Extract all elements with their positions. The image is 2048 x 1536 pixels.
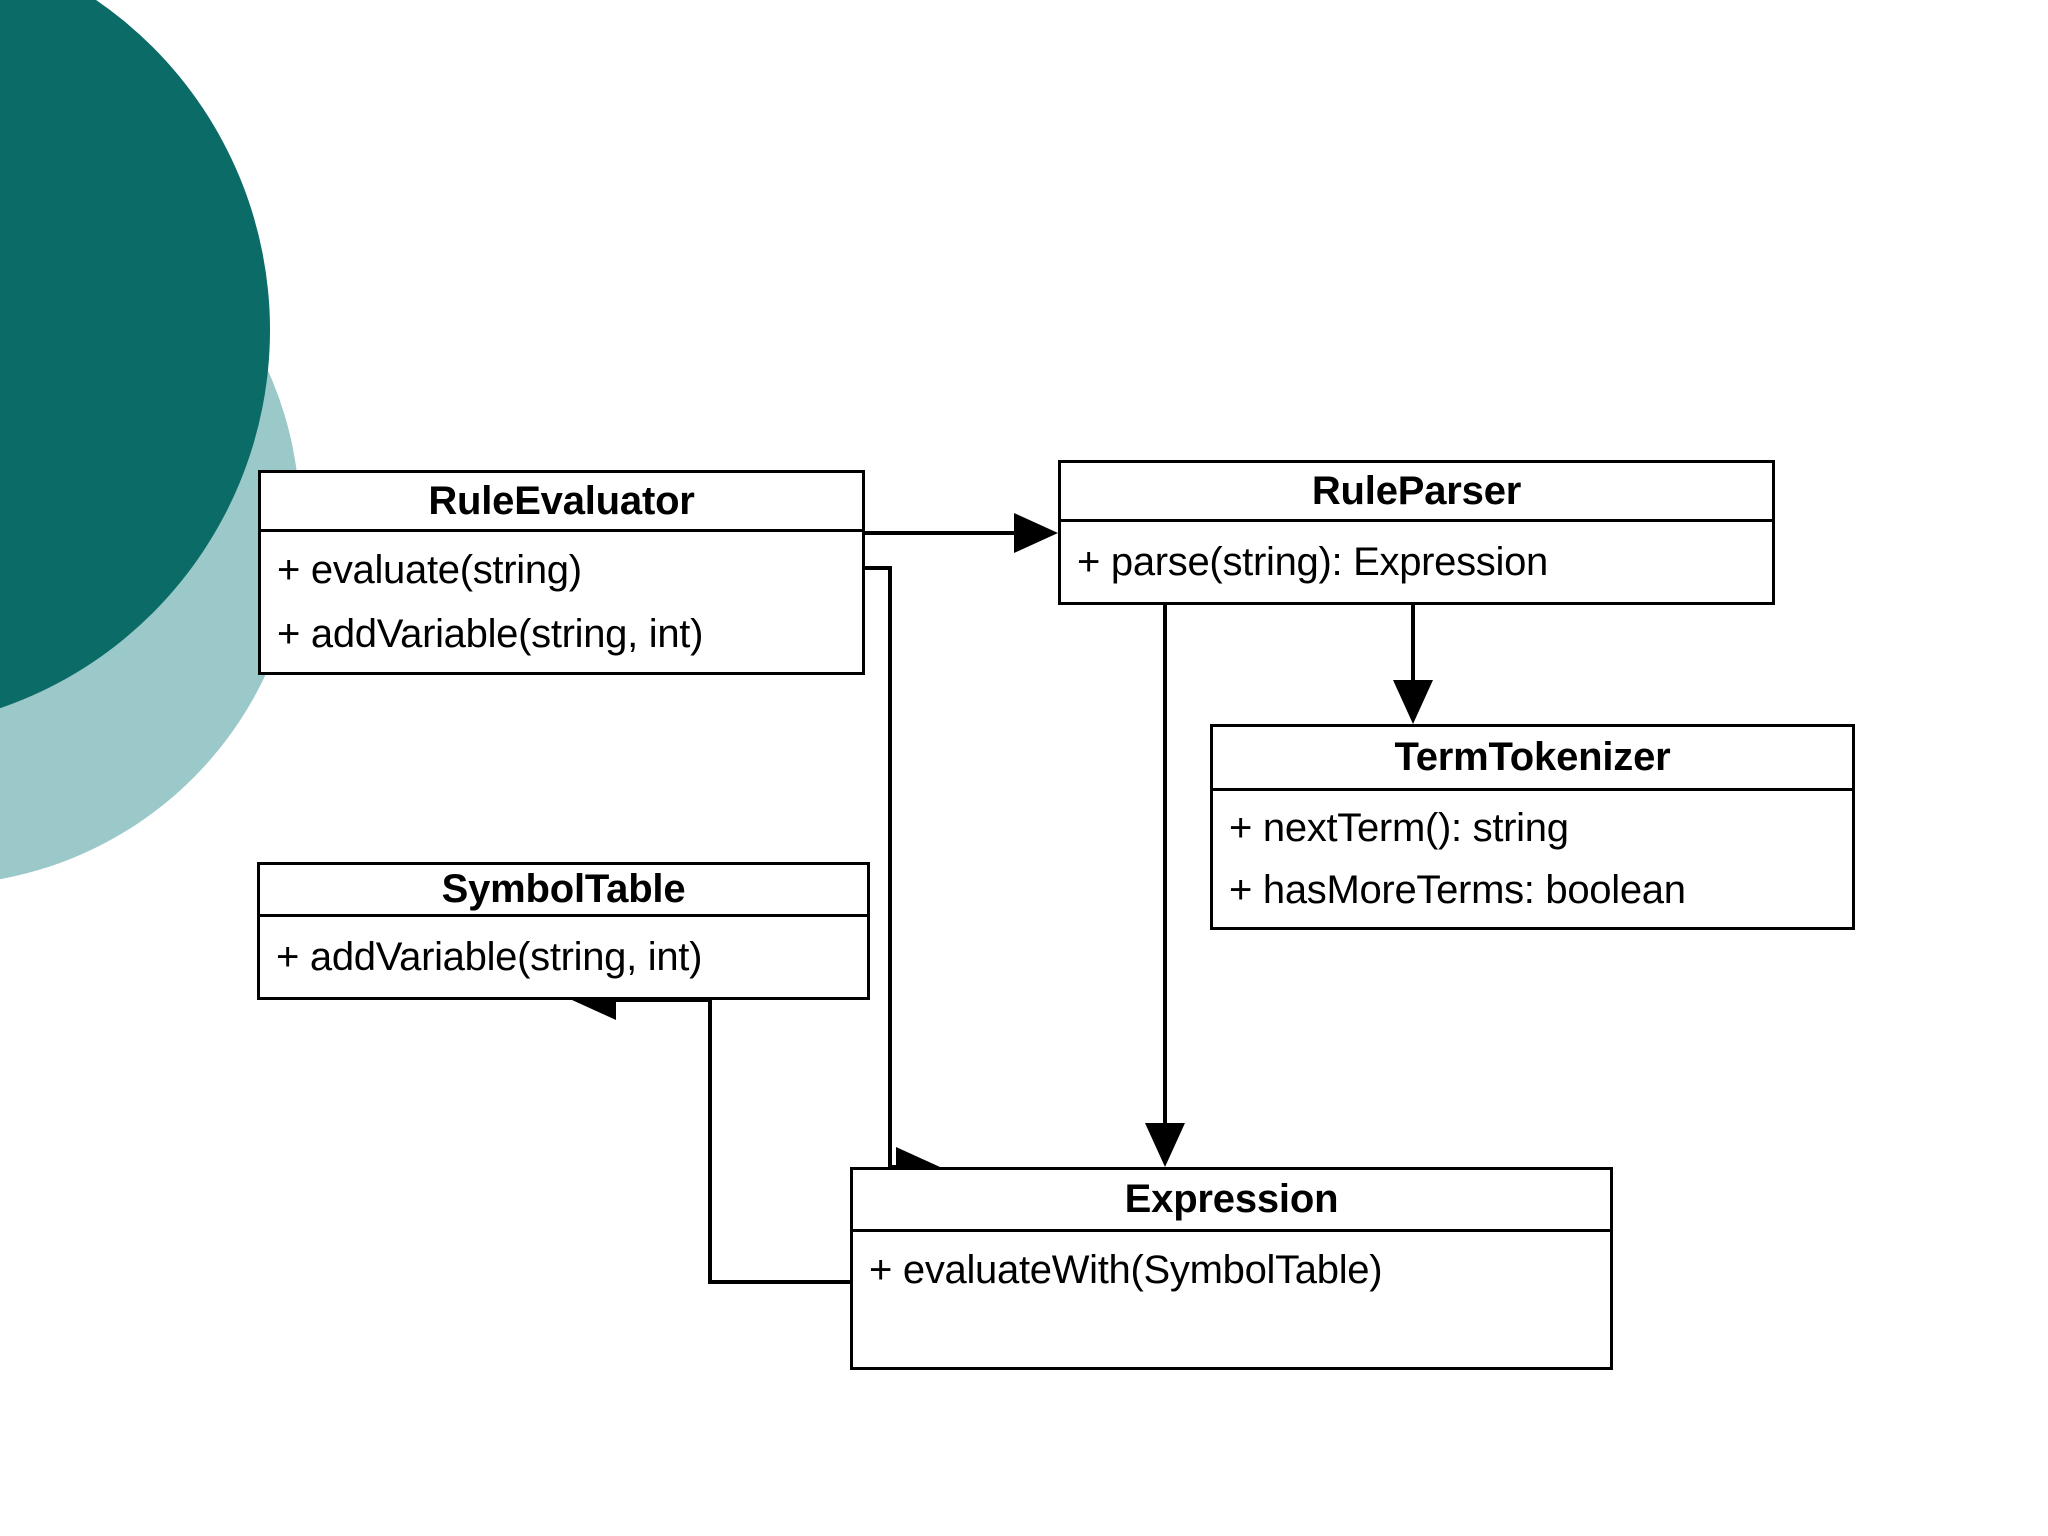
decorative-light-circle <box>0 155 300 885</box>
decorative-dark-circle <box>0 0 270 730</box>
uml-class-name-termtokenizer: TermTokenizer <box>1213 727 1852 791</box>
association-ruleevaluator-expression <box>865 566 940 1187</box>
association-ruleevaluator-ruleparser <box>865 513 1058 553</box>
uml-member: + parse(string): Expression <box>1077 540 1548 584</box>
uml-members-symboltable: + addVariable(string, int) <box>260 917 867 997</box>
uml-class-termtokenizer[interactable]: TermTokenizer + nextTerm(): string + has… <box>1210 724 1855 930</box>
uml-member: + addVariable(string, int) <box>277 612 704 656</box>
uml-class-ruleevaluator[interactable]: RuleEvaluator + evaluate(string) + addVa… <box>258 470 865 675</box>
uml-member: + hasMoreTerms: boolean <box>1229 868 1686 912</box>
uml-members-expression: + evaluateWith(SymbolTable) <box>853 1232 1610 1367</box>
uml-members-termtokenizer: + nextTerm(): string + hasMoreTerms: boo… <box>1213 791 1852 927</box>
association-ruleparser-expression <box>1145 605 1185 1167</box>
uml-class-name-expression: Expression <box>853 1170 1610 1232</box>
uml-member: + evaluateWith(SymbolTable) <box>869 1248 1383 1292</box>
uml-class-expression[interactable]: Expression + evaluateWith(SymbolTable) <box>850 1167 1613 1370</box>
uml-members-ruleparser: + parse(string): Expression <box>1061 522 1772 602</box>
uml-class-symboltable[interactable]: SymbolTable + addVariable(string, int) <box>257 862 870 1000</box>
uml-class-name-ruleevaluator: RuleEvaluator <box>261 473 862 532</box>
association-expression-symboltable <box>572 980 850 1284</box>
uml-member: + addVariable(string, int) <box>276 935 703 979</box>
uml-member: + evaluate(string) <box>277 548 582 592</box>
uml-members-ruleevaluator: + evaluate(string) + addVariable(string,… <box>261 532 862 672</box>
uml-class-ruleparser[interactable]: RuleParser + parse(string): Expression <box>1058 460 1775 605</box>
uml-member: + nextTerm(): string <box>1229 806 1569 850</box>
association-ruleparser-termtokenizer <box>1393 605 1433 724</box>
uml-class-name-ruleparser: RuleParser <box>1061 463 1772 522</box>
uml-class-name-symboltable: SymbolTable <box>260 865 867 917</box>
